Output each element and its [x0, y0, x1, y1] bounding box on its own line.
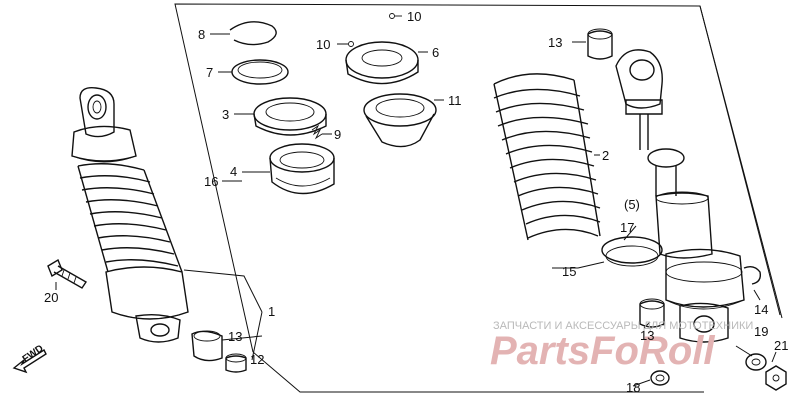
- direction-arrow: FWD: [12, 343, 47, 374]
- label-part-5: (5): [624, 197, 640, 212]
- part-7-washer: [231, 59, 289, 85]
- part-11-stopper: [363, 93, 437, 148]
- watermark-logo: PartsFoRoll: [490, 329, 715, 373]
- label-part-20: 20: [44, 290, 58, 305]
- assembly-outline: [174, 3, 783, 393]
- label-part-13-right: 13: [640, 328, 654, 343]
- part-labels: 1 2 3 4 (5) 6 7 8 9 10 10 11 12 13 13 13…: [44, 9, 788, 395]
- part-8-circlip: [229, 21, 277, 46]
- part-13-collar-right: [639, 298, 665, 328]
- part-9-spring: [311, 124, 323, 140]
- shock-spring: [77, 163, 183, 273]
- part-2-coil-spring: [493, 73, 601, 241]
- shock-absorber-assembly: [71, 87, 189, 343]
- label-part-16: 16: [204, 174, 218, 189]
- part-13-collar-left: [191, 330, 223, 362]
- watermark: ЗАПЧАСТИ И АКСЕССУАРЫ ДЛЯ МОТОТЕХНИКИ Pa…: [490, 320, 753, 373]
- label-part-1: 1: [268, 304, 275, 319]
- label-part-11: 11: [448, 93, 462, 108]
- leader-lines: [55, 33, 777, 387]
- part-13-bushing-top: [587, 28, 613, 60]
- part-6-spring-seat: [345, 41, 419, 85]
- label-part-14: 14: [754, 302, 768, 317]
- part-14-clip: [743, 265, 762, 285]
- part-10-screw: [348, 41, 354, 47]
- label-part-17: 17: [620, 220, 634, 235]
- label-part-12: 12: [250, 352, 264, 367]
- part-19-washer: [745, 353, 767, 371]
- label-part-10: 10: [316, 37, 330, 52]
- part-18-washer: [650, 370, 670, 386]
- label-part-8: 8: [198, 27, 205, 42]
- part-4-adjuster-ring: [269, 143, 335, 195]
- part-10-screw-top: [389, 13, 402, 19]
- label-part-3: 3: [222, 107, 229, 122]
- label-part-15: 15: [562, 264, 576, 279]
- watermark-tagline: ЗАПЧАСТИ И АКСЕССУАРЫ ДЛЯ МОТОТЕХНИКИ: [493, 320, 753, 332]
- part-17-ring: [601, 236, 663, 264]
- part-12-bushing: [225, 353, 247, 373]
- part-5-damper: [615, 49, 745, 343]
- label-part-2: 2: [602, 148, 609, 163]
- label-part-4: 4: [230, 164, 237, 179]
- part-20-bolt: [47, 258, 87, 289]
- label-part-13-top: 13: [548, 35, 562, 50]
- part-21-nut: [765, 365, 787, 391]
- label-part-9: 9: [334, 127, 341, 142]
- label-part-21: 21: [774, 338, 788, 353]
- label-part-18: 18: [626, 380, 640, 395]
- arrow-icon: [12, 348, 47, 374]
- label-part-10-top: 10: [407, 9, 421, 24]
- part-3-adjuster-cam: [253, 97, 327, 136]
- label-part-13-left: 13: [228, 329, 242, 344]
- label-part-19: 19: [754, 324, 768, 339]
- label-part-6: 6: [432, 45, 439, 60]
- label-part-7: 7: [206, 65, 213, 80]
- part-15-ring: [605, 245, 659, 267]
